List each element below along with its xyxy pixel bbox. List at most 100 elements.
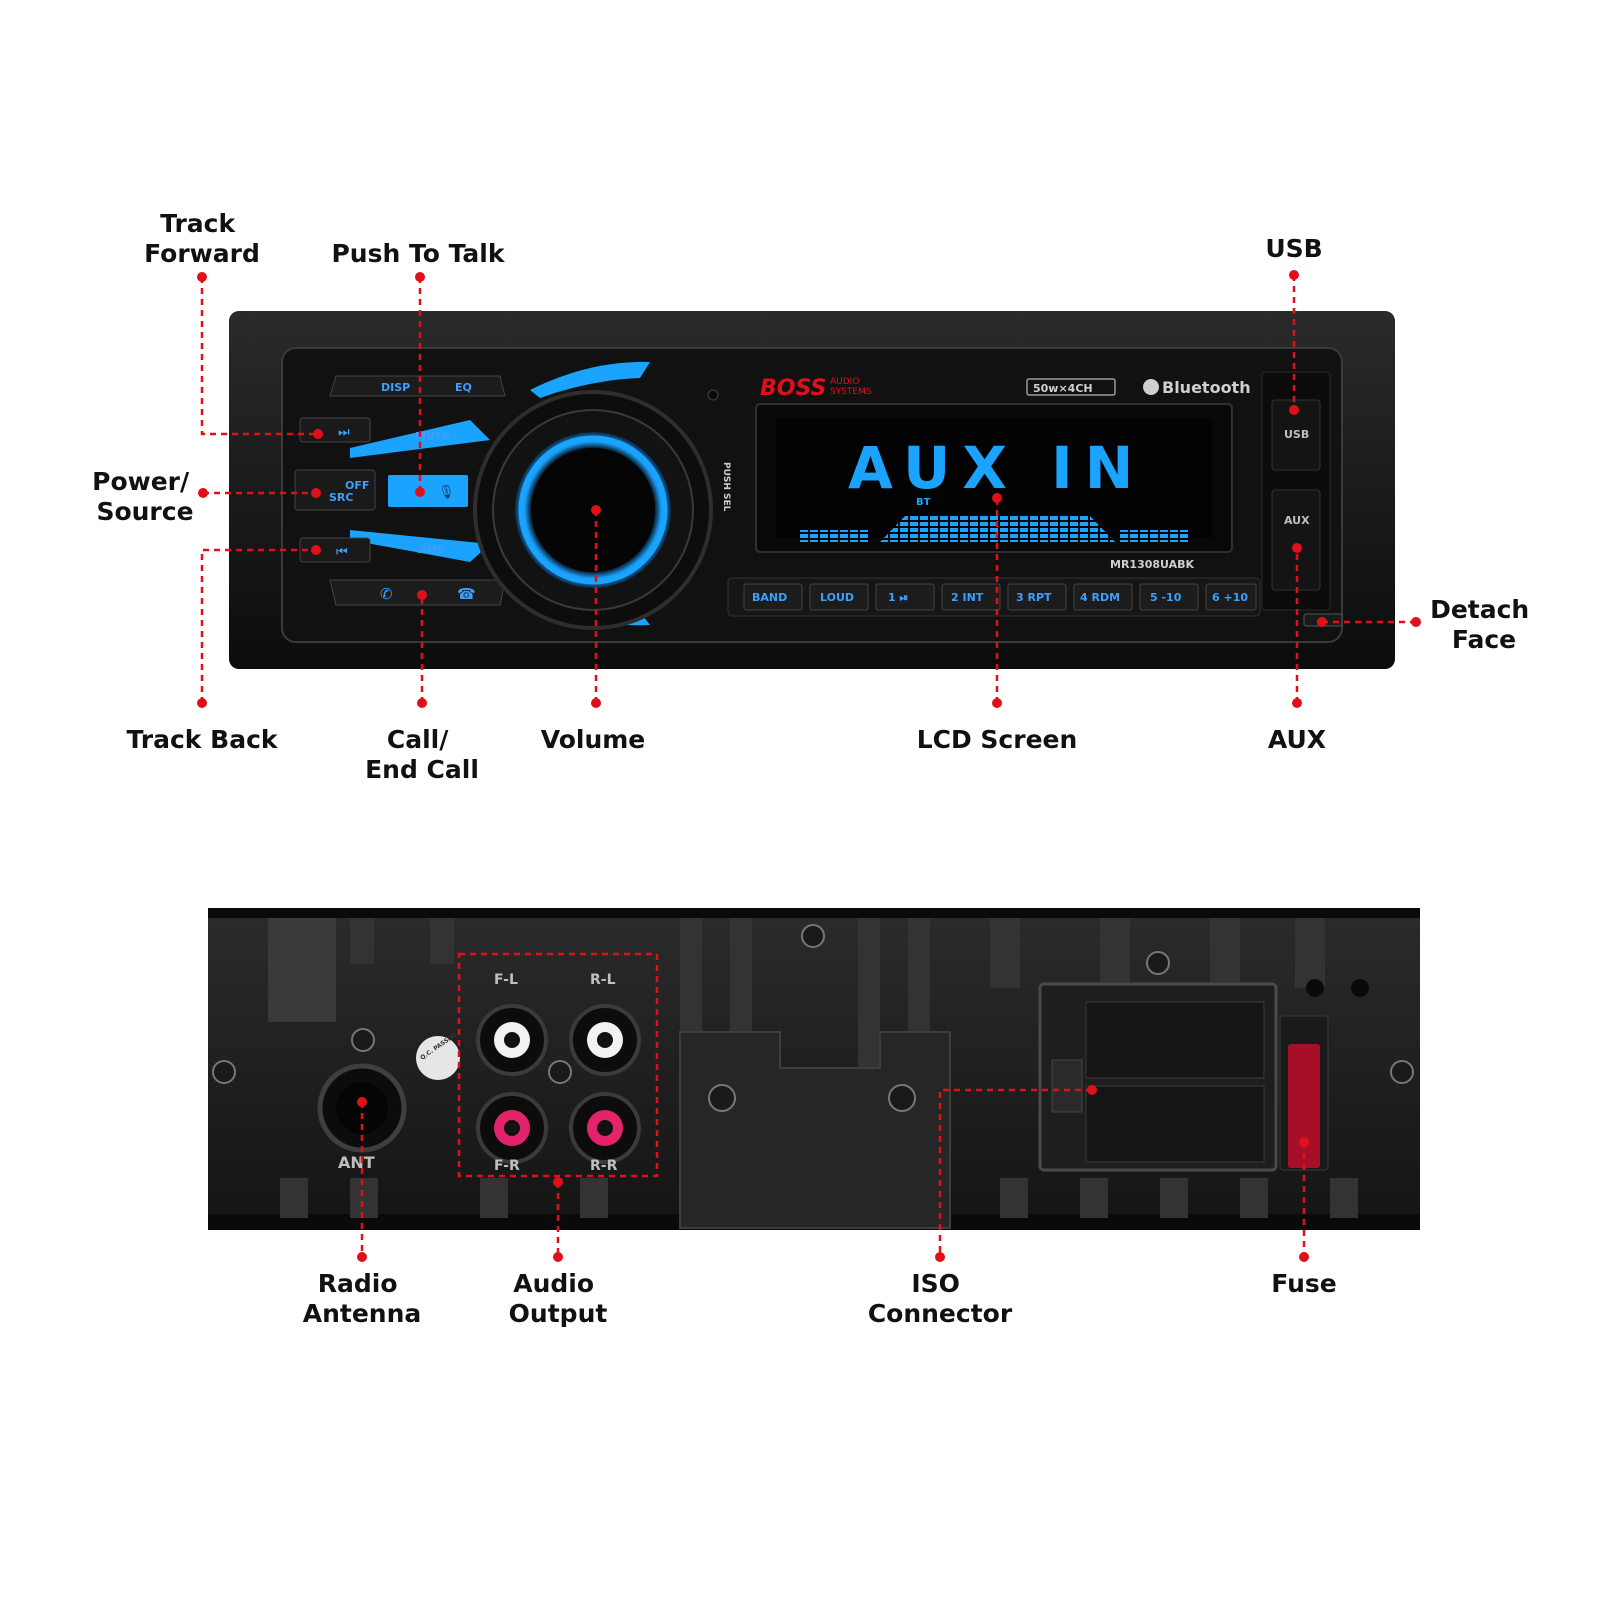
power-badge-frame	[1026, 378, 1116, 396]
lcd-screen: AUX IN BT	[755, 403, 1233, 553]
qc-sticker	[416, 1036, 460, 1080]
ams-label: AMS	[418, 543, 445, 556]
ir-sensor	[707, 389, 719, 401]
upper-accent-light	[530, 361, 650, 398]
track-forward-button[interactable]	[299, 417, 371, 443]
preset-1[interactable]: 1 ⏯	[875, 583, 935, 611]
ams-key[interactable]	[350, 530, 490, 562]
track-forward-icon: ⏭	[338, 425, 350, 440]
bluetooth-icon	[1143, 379, 1159, 395]
off-label: OFF	[345, 479, 369, 492]
leader-lines	[197, 270, 1421, 1262]
rca-rear-right[interactable]	[569, 1092, 641, 1164]
brand-logo: BOSS	[760, 376, 826, 401]
preset-loud[interactable]: LOUD	[809, 583, 869, 611]
rca-label-rr: R-R	[590, 1158, 618, 1174]
label-volume: Volume	[541, 725, 646, 754]
usb-port-label: USB	[1284, 428, 1309, 441]
push-to-talk-button[interactable]	[388, 475, 468, 507]
rca-label-fl: F-L	[494, 972, 518, 988]
cooling-ribs	[268, 918, 1358, 1218]
preset-band[interactable]: BAND	[743, 583, 803, 611]
callout-labels: Track Forward Push To Talk USB Power/ So…	[92, 209, 1538, 1328]
mute-label: MUTE	[415, 430, 450, 443]
lcd-display-text: AUX IN	[848, 434, 1145, 502]
label-fuse: Fuse	[1271, 1269, 1336, 1298]
vent-hole	[1351, 979, 1369, 997]
label-usb: USB	[1265, 234, 1322, 263]
src-label: SRC	[329, 491, 353, 504]
label-power-source: Power/ Source	[92, 467, 198, 526]
screw-icon	[351, 1028, 375, 1052]
rca-rear-left[interactable]	[569, 1004, 641, 1076]
fuse[interactable]	[1279, 1015, 1329, 1171]
label-aux: AUX	[1268, 725, 1326, 754]
svg-text:6 +10: 6 +10	[1212, 591, 1248, 604]
svg-text:5 -10: 5 -10	[1150, 591, 1182, 604]
label-push-to-talk: Push To Talk	[331, 239, 505, 268]
preset-2[interactable]: 2 INT	[941, 583, 1001, 611]
screw-icon	[708, 1084, 736, 1112]
port-strip: USB AUX	[1261, 371, 1343, 627]
svg-text:2 INT: 2 INT	[951, 591, 984, 604]
rca-front-left[interactable]	[476, 1004, 548, 1076]
svg-text:LOUD: LOUD	[820, 591, 854, 604]
push-to-talk-icon: 🎙	[438, 484, 455, 500]
ant-label: ANT	[338, 1153, 375, 1172]
rca-label-fr: F-R	[494, 1158, 520, 1174]
stereo-front: DISP EQ ⏭ MUTE OFF SRC 🎙 AMS ⏮ ✆ ☎	[229, 311, 1395, 669]
track-back-icon: ⏮	[336, 545, 348, 560]
aux-port-label: AUX	[1284, 514, 1310, 527]
preset-4[interactable]: 4 RDM	[1073, 583, 1133, 611]
screw-icon	[1146, 951, 1170, 975]
track-back-button[interactable]	[299, 537, 371, 563]
bluetooth-label: Bluetooth	[1162, 378, 1251, 397]
screw-icon	[212, 1060, 236, 1084]
screw-icon	[888, 1084, 916, 1112]
stereo-rear: ANT Q.C. PASSED F-L R-L F-R	[208, 908, 1420, 1230]
iso-connector[interactable]	[1038, 982, 1278, 1172]
usb-port[interactable]	[1271, 399, 1321, 471]
push-sel-label: PUSH SEL	[721, 462, 731, 512]
label-iso-connector: ISO Connector	[868, 1269, 1013, 1328]
model-number: MR1308UABK	[1110, 558, 1195, 571]
svg-text:1 ⏯: 1 ⏯	[888, 591, 908, 604]
brand-sub-systems: SYSTEMS	[830, 387, 872, 397]
mute-key[interactable]	[350, 420, 490, 458]
preset-button-row: BAND LOUD 1 ⏯ 2 INT 3 RPT 4 RDM 5 -10 6 …	[727, 577, 1261, 617]
svg-text:3 RPT: 3 RPT	[1016, 591, 1052, 604]
screw-icon	[1390, 1060, 1414, 1084]
label-track-forward: Track Forward	[144, 209, 260, 268]
label-audio-output: Audio Output	[509, 1269, 608, 1328]
label-radio-antenna: Radio Antenna	[303, 1269, 422, 1328]
spectrum-left	[800, 530, 870, 542]
label-call-end-call: Call/ End Call	[365, 725, 479, 784]
power-badge: 50w×4CH	[1033, 382, 1093, 395]
rca-outputs: F-L R-L F-R R-R	[476, 972, 641, 1174]
mounting-screws	[212, 924, 1414, 1112]
label-track-back: Track Back	[126, 725, 278, 754]
call-icon[interactable]: ✆	[380, 585, 393, 603]
lcd-bt-indicator: BT	[916, 497, 931, 508]
label-detach-face: Detach Face	[1430, 595, 1538, 654]
brand-sub-audio: AUDIO	[830, 377, 859, 387]
preset-6[interactable]: 6 +10	[1205, 583, 1257, 611]
eq-key[interactable]: EQ	[455, 381, 472, 394]
disp-key[interactable]: DISP	[381, 381, 410, 394]
label-lcd-screen: LCD Screen	[917, 725, 1078, 754]
preset-3[interactable]: 3 RPT	[1007, 583, 1067, 611]
left-key-cluster: DISP EQ ⏭ MUTE OFF SRC 🎙 AMS ⏮ ✆ ☎	[294, 375, 506, 606]
aux-port[interactable]	[1271, 489, 1321, 591]
power-source-button[interactable]	[294, 469, 376, 511]
heatsink-block	[679, 1031, 951, 1229]
screw-icon	[801, 924, 825, 948]
preset-5[interactable]: 5 -10	[1139, 583, 1199, 611]
audio-output-highlight	[457, 952, 659, 1178]
spectrum-center	[880, 516, 1115, 542]
rca-label-rl: R-L	[590, 972, 616, 988]
rca-front-right[interactable]	[476, 1092, 548, 1164]
screw-icon	[548, 1060, 572, 1084]
svg-text:BAND: BAND	[752, 591, 787, 604]
end-call-icon[interactable]: ☎	[457, 585, 476, 603]
